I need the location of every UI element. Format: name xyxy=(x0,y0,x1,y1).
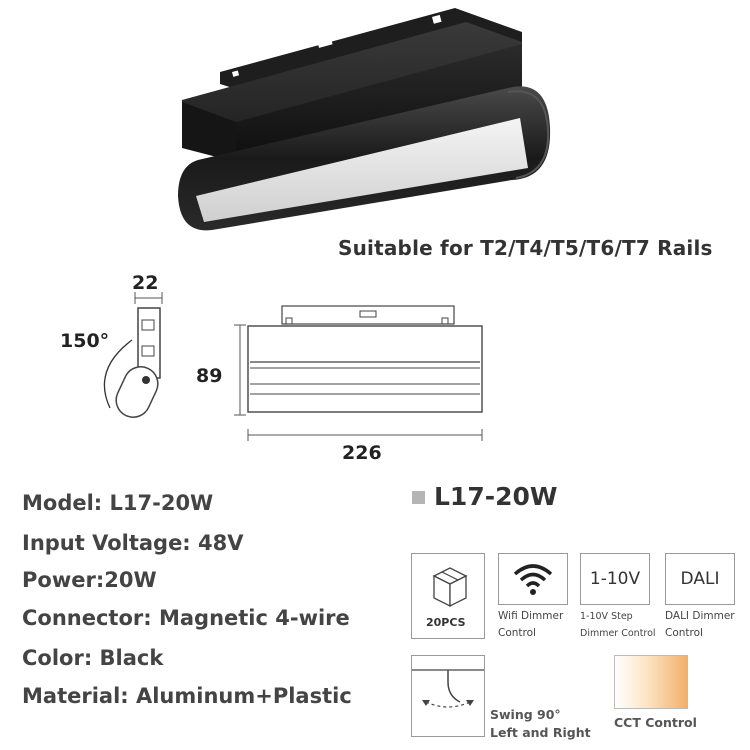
pcs-box: 20PCS xyxy=(411,553,485,639)
carton-icon xyxy=(432,567,468,608)
angle-dimension: 150° xyxy=(60,330,110,352)
depth-dimension: 22 xyxy=(132,272,159,294)
wifi-icon xyxy=(513,564,553,595)
spec-connector: Connector: Magnetic 4-wire xyxy=(22,606,350,630)
length-dimension: 226 xyxy=(342,442,382,464)
dimension-drawing xyxy=(103,292,483,441)
spec-color: Color: Black xyxy=(22,646,164,670)
swing-icon xyxy=(412,669,484,708)
dali-icon-text: DALI xyxy=(680,569,720,589)
swing-box xyxy=(411,655,485,737)
wifi-box xyxy=(498,553,568,605)
height-dimension: 89 xyxy=(196,365,223,387)
product-image xyxy=(178,8,551,231)
model-square-icon xyxy=(412,491,425,504)
cct-caption: CCT Control xyxy=(614,715,697,730)
cct-gradient-swatch xyxy=(614,655,688,709)
spec-input-voltage: Input Voltage: 48V xyxy=(22,531,244,555)
dali-box: DALI xyxy=(665,553,735,605)
pcs-label: 20PCS xyxy=(426,616,466,629)
spec-material: Material: Aluminum+Plastic xyxy=(22,684,352,708)
step-dimmer-box: 1-10V xyxy=(580,553,650,605)
spec-model: Model: L17-20W xyxy=(22,491,214,515)
spec-power: Power:20W xyxy=(22,568,157,592)
step-dimmer-icon-text: 1-10V xyxy=(589,569,641,589)
rail-compatibility-text: Suitable for T2/T4/T5/T6/T7 Rails xyxy=(338,236,713,260)
model-title: L17-20W xyxy=(434,482,558,511)
swing-caption: Swing 90°Left and Right xyxy=(490,707,591,740)
